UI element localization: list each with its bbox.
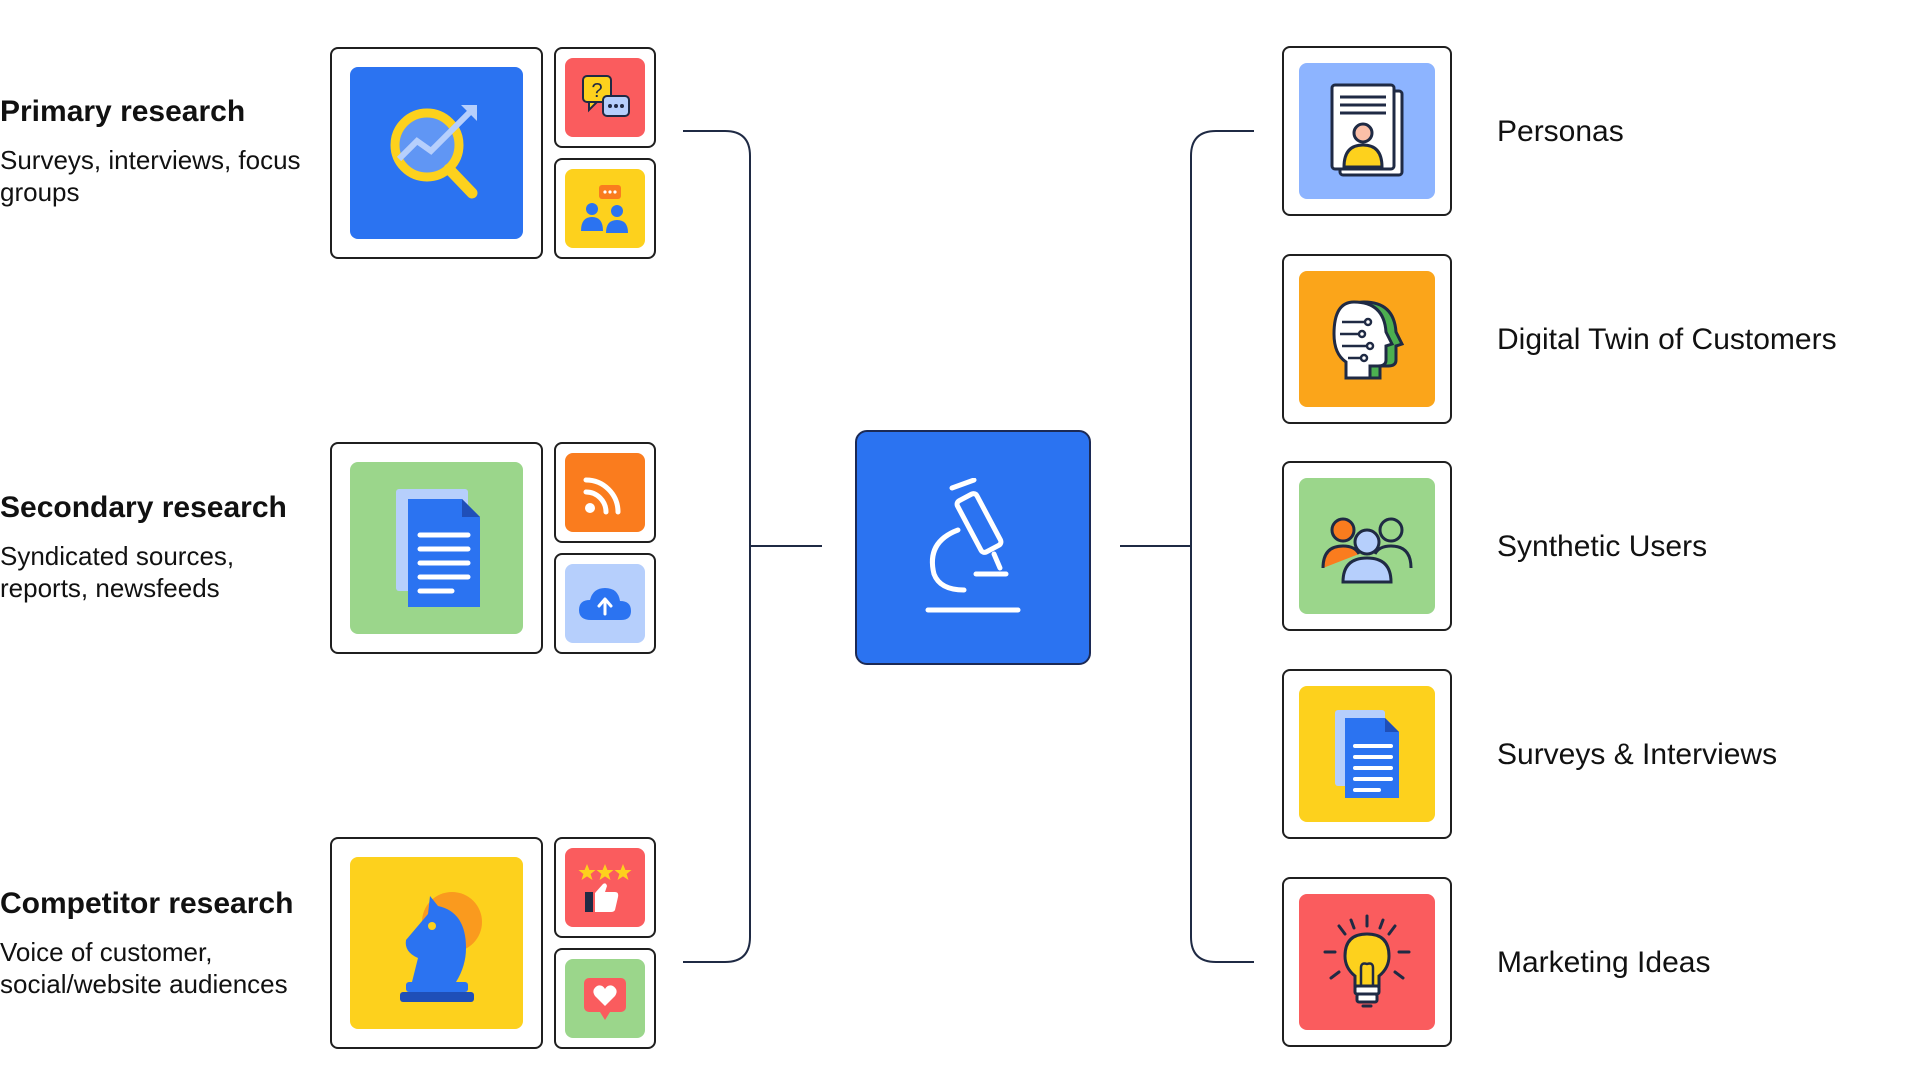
survey-document-icon	[1299, 686, 1435, 822]
chess-knight-icon	[350, 857, 523, 1029]
document-icon	[350, 462, 523, 634]
card-competitor-rating	[554, 837, 656, 938]
card-competitor-heart	[554, 948, 656, 1049]
source-title: Competitor research	[0, 887, 294, 920]
microscope-icon	[925, 477, 1021, 612]
persona-document-icon	[1299, 63, 1435, 199]
card-secondary-cloud	[554, 553, 656, 654]
output-card	[1282, 877, 1452, 1047]
center-hub	[855, 430, 1091, 665]
source-title: Primary research	[0, 95, 246, 128]
heart-message-icon	[565, 959, 645, 1038]
output-label: Marketing Ideas	[1497, 946, 1711, 979]
card-secondary-main	[330, 442, 543, 654]
output-card	[1282, 254, 1452, 424]
card-competitor-main	[330, 837, 543, 1049]
svg-text:?: ?	[591, 80, 602, 102]
left-bracket	[683, 130, 751, 963]
card-primary-group	[554, 158, 656, 259]
card-primary-question: ?	[554, 47, 656, 148]
output-card	[1282, 46, 1452, 216]
magnifier-chart-icon	[350, 67, 523, 239]
right-bracket	[1190, 130, 1254, 963]
source-description: Surveys, interviews, focus groups	[0, 145, 301, 207]
source-description: Syndicated sources, reports, newsfeeds	[0, 541, 235, 603]
output-label: Digital Twin of Customers	[1497, 323, 1837, 356]
output-label: Personas	[1497, 115, 1624, 148]
focus-group-icon	[565, 169, 645, 248]
output-label: Surveys & Interviews	[1497, 738, 1778, 771]
output-card	[1282, 669, 1452, 839]
card-secondary-rss	[554, 442, 656, 543]
output-card	[1282, 461, 1452, 631]
star-thumbs-up-icon	[565, 848, 645, 927]
cloud-upload-icon	[565, 564, 645, 643]
lightbulb-icon	[1299, 894, 1435, 1030]
source-title: Secondary research	[0, 491, 287, 524]
question-chat-icon: ?	[565, 58, 645, 137]
user-group-icon	[1299, 478, 1435, 614]
source-description: Voice of customer, social/website audien…	[0, 937, 288, 999]
card-primary-main	[330, 47, 543, 259]
output-label: Synthetic Users	[1497, 530, 1708, 563]
rss-feed-icon	[565, 453, 645, 532]
digital-twin-head-icon	[1299, 271, 1435, 407]
